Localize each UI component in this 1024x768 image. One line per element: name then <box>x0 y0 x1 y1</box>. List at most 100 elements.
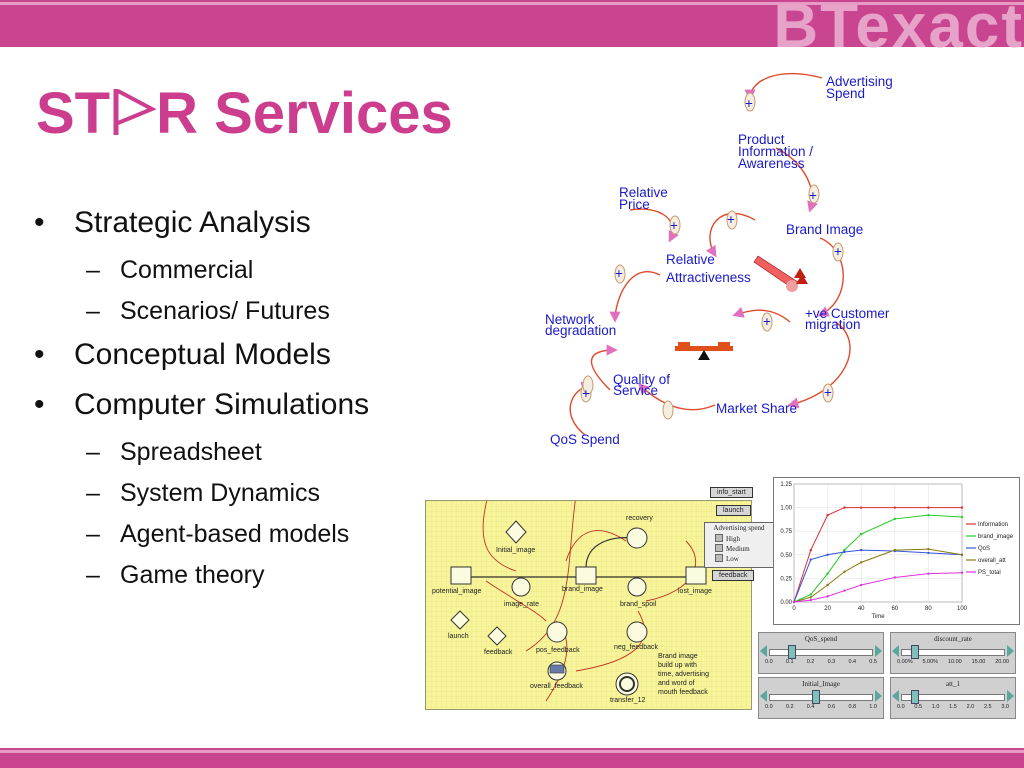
slider-left-arrow-icon[interactable] <box>760 645 767 657</box>
sub-bullet-item: –Scenarios/ Futures <box>86 297 330 325</box>
slider-label: QoS_spend <box>804 635 838 643</box>
data-point <box>927 506 930 509</box>
data-point <box>809 548 812 552</box>
slider-left-arrow-icon[interactable] <box>892 690 899 702</box>
y-tick-label: 0.75 <box>780 529 792 535</box>
x-tick-label: 0 <box>792 606 796 612</box>
slider-track[interactable] <box>901 694 1005 701</box>
slider-tick-label: 1.0 <box>869 704 877 710</box>
option-medium[interactable]: Medium <box>715 544 773 554</box>
data-point <box>960 515 964 519</box>
slider-label: att_1 <box>946 680 960 688</box>
slider-thumb[interactable] <box>812 690 821 704</box>
slider-tick-label: 0.0 <box>765 659 773 665</box>
footer-bar <box>0 748 1024 768</box>
slider-thumb[interactable] <box>910 690 919 704</box>
bullet-text: Computer Simulations <box>74 388 370 421</box>
polarity-sign: + <box>809 188 817 203</box>
slider-tick-label: 1.5 <box>949 704 957 710</box>
data-point <box>809 598 812 602</box>
polarity-sign: + <box>834 244 842 259</box>
data-point <box>843 570 846 573</box>
data-point <box>826 513 829 517</box>
option-low[interactable]: Low <box>715 554 773 564</box>
sub-bullet-text: Commercial <box>120 256 254 284</box>
x-tick-label: 80 <box>925 606 932 612</box>
slider-track[interactable] <box>901 649 1005 656</box>
slider-thumb[interactable] <box>788 645 797 659</box>
series-line <box>793 572 963 603</box>
slider-tick-label: 5.00% <box>922 659 939 665</box>
data-point <box>860 548 863 552</box>
data-point <box>860 561 863 564</box>
slider-tick-label: 0.5 <box>869 659 877 665</box>
slider-track[interactable] <box>769 694 873 701</box>
slider-left-arrow-icon[interactable] <box>892 645 899 657</box>
sd-label: recovery <box>626 515 653 522</box>
slider-tick-label: 0.6 <box>827 704 836 710</box>
slider-tick-label: 2.0 <box>966 704 975 710</box>
slider-tick-label: 0.2 <box>785 704 794 710</box>
slider-right-arrow-icon[interactable] <box>1007 690 1014 702</box>
slider-tick-label: 1.0 <box>931 704 940 710</box>
info-start-button[interactable]: info_start <box>710 487 753 498</box>
y-tick-label: 0.00 <box>780 600 792 606</box>
feedback-button[interactable]: feedback <box>712 570 755 581</box>
legend-label: PS_total <box>978 570 1001 576</box>
sd-label: launch <box>448 633 469 640</box>
data-point <box>893 576 896 579</box>
node-market-share: Market Share <box>716 401 797 416</box>
slider-tick-label: 0.2 <box>806 659 815 665</box>
data-point <box>826 553 829 556</box>
slider-tick-label: 15.00 <box>971 659 986 665</box>
legend-label: Information <box>978 522 1008 528</box>
selector-title: Advertising spend <box>713 524 765 532</box>
sd-label: Initial_image <box>496 547 535 554</box>
polarity-markers <box>580 92 844 420</box>
slider-label: Initial_Image <box>802 680 840 688</box>
data-point <box>927 551 930 555</box>
sub-bullet-item: –Game theory <box>86 561 265 589</box>
sd-label: transfer_12 <box>610 697 646 704</box>
launch-button[interactable]: launch <box>716 505 751 516</box>
slider-tick-label: 0.3 <box>827 659 836 665</box>
data-point <box>960 571 964 574</box>
slider-right-arrow-icon[interactable] <box>875 645 882 657</box>
data-point <box>843 548 846 552</box>
series-line <box>793 507 962 603</box>
y-tick-label: 1.00 <box>780 506 792 512</box>
slider-tick-label: 0.0 <box>897 704 905 710</box>
slider-label: discount_rate <box>934 635 972 643</box>
slider-thumb[interactable] <box>910 645 919 659</box>
data-point <box>809 558 812 561</box>
data-point <box>826 572 829 575</box>
slider-track[interactable] <box>769 649 873 656</box>
option-high[interactable]: High <box>715 534 773 544</box>
slider-right-arrow-icon[interactable] <box>875 690 882 702</box>
slider-left-arrow-icon[interactable] <box>760 690 767 702</box>
data-point <box>927 513 930 517</box>
polarity-sign: + <box>824 385 832 400</box>
node-qos-spend: QoS Spend <box>550 432 620 447</box>
header-bar: BTexact <box>0 0 1024 58</box>
sub-bullet-item: –Commercial <box>86 256 254 284</box>
sd-label: brand_image <box>562 586 603 593</box>
data-point <box>927 572 930 575</box>
rocket-icon <box>753 255 808 292</box>
balance-scale-icon <box>675 342 733 360</box>
y-tick-label: 0.25 <box>780 576 792 582</box>
data-point <box>860 532 863 536</box>
slider-right-arrow-icon[interactable] <box>1007 645 1014 657</box>
data-point <box>826 595 829 598</box>
sd-label: pos_feedback <box>536 647 580 654</box>
legend-label: QoS <box>978 546 990 552</box>
data-point <box>860 506 863 509</box>
